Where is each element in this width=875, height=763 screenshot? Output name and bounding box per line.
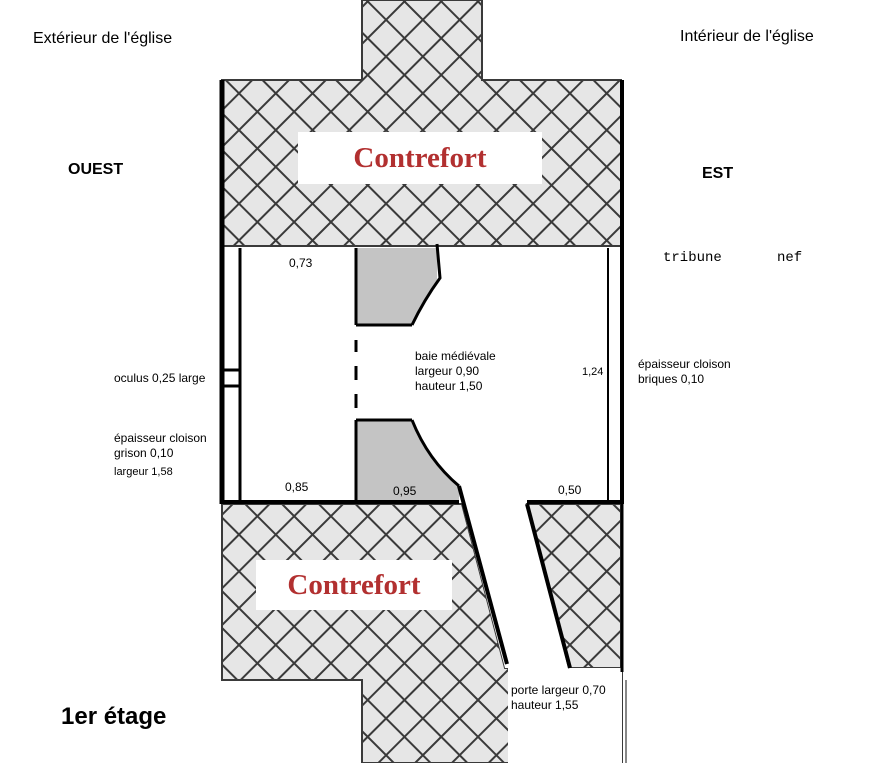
bay-note-line1: baie médiévale	[415, 349, 496, 363]
dimension-bottom-middle: 0,95	[393, 484, 417, 498]
bay-note: baie médiévale largeur 0,90 hauteur 1,50	[415, 349, 496, 394]
door-note-line1: porte largeur 0,70	[511, 683, 606, 697]
west-wall-note-line1: épaisseur cloison	[114, 431, 207, 445]
door-jambs	[457, 485, 572, 669]
east-wall-note-line2: briques 0,10	[638, 372, 705, 386]
upper-buttress	[221, 0, 622, 247]
bay-outline	[354, 243, 460, 502]
door-passage	[462, 504, 568, 668]
oculus-label: oculus 0,25 large	[114, 371, 206, 385]
east-wall-note: épaisseur cloison briques 0,10	[638, 357, 731, 387]
bay-embrasure-upper	[356, 248, 437, 325]
exterior-label: Extérieur de l'église	[33, 30, 173, 47]
dimension-bottom-left: 0,85	[285, 480, 309, 494]
nef-label: nef	[777, 250, 803, 266]
west-wall-note: épaisseur cloison grison 0,10	[114, 431, 207, 461]
west-label: OUEST	[68, 161, 124, 178]
dimension-top: 0,73	[289, 256, 313, 270]
bay-note-line3: hauteur 1,50	[415, 379, 483, 393]
floor-title: 1er étage	[61, 703, 167, 730]
bay-embrasure-lower	[356, 420, 459, 502]
door-note: porte largeur 0,70 hauteur 1,55	[511, 683, 606, 713]
interior-label: Intérieur de l'église	[680, 28, 814, 45]
lower-buttress-label: Contrefort	[256, 560, 452, 610]
east-wall-note-line1: épaisseur cloison	[638, 357, 731, 371]
east-wall	[607, 80, 624, 672]
door-note-line2: hauteur 1,55	[511, 698, 579, 712]
east-label: EST	[702, 165, 734, 182]
west-width-label: largeur 1,58	[114, 466, 173, 478]
dimension-bottom-right: 0,50	[558, 483, 582, 497]
tribune-label: tribune	[663, 250, 722, 266]
dimension-right: 1,24	[582, 366, 604, 378]
west-wall-note-line2: grison 0,10	[114, 446, 174, 460]
west-wall	[219, 80, 242, 504]
upper-buttress-label: Contrefort	[298, 132, 542, 184]
bay-note-line2: largeur 0,90	[415, 364, 480, 378]
